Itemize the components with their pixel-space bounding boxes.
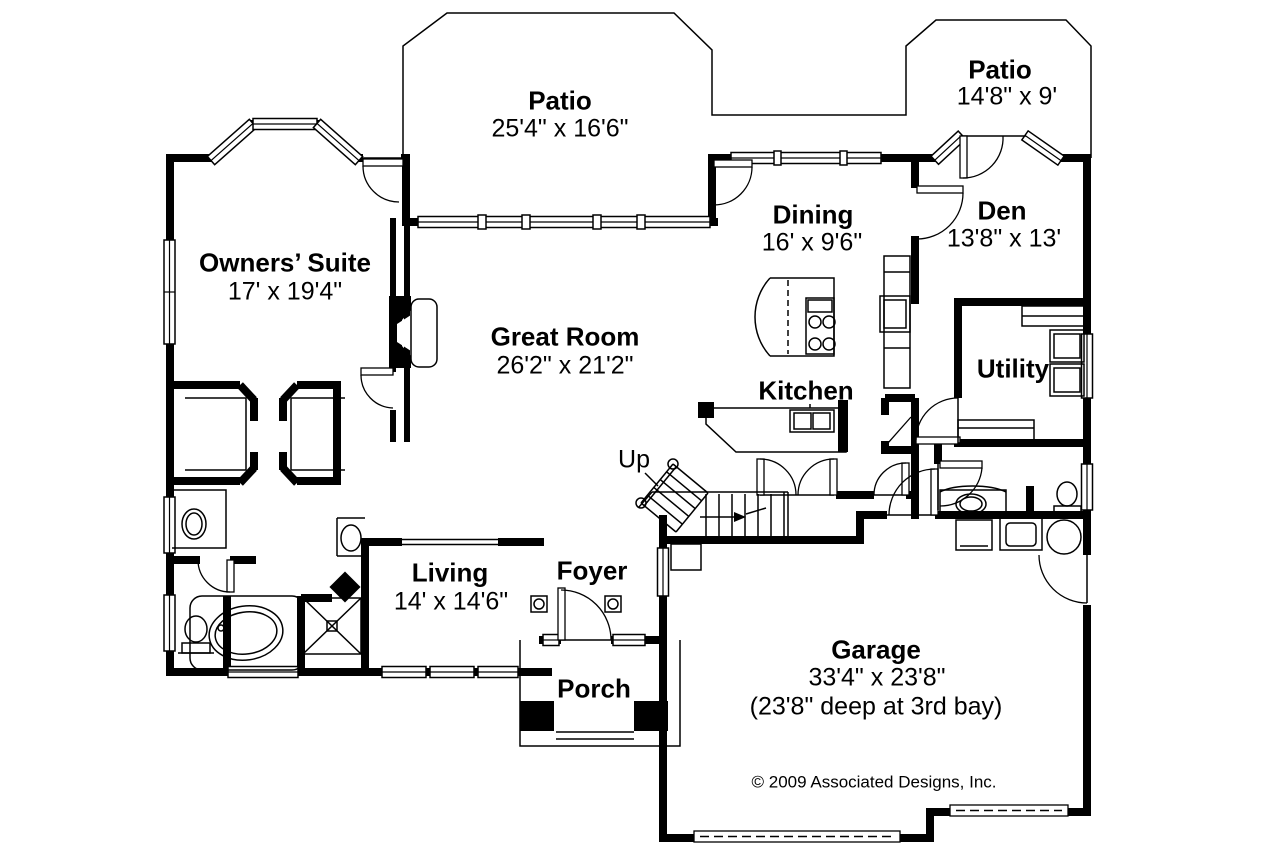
column-left (530, 595, 548, 613)
kitchen-counter-south (705, 404, 847, 453)
dining-dims: 16' x 9'6" (761, 228, 863, 257)
patio-rear-dims: 14'8" x 9' (956, 82, 1058, 111)
window-bath-left-1 (163, 496, 176, 554)
den-name: Den (977, 195, 1027, 226)
laundry-appliances (955, 517, 1082, 555)
den-closet (1021, 305, 1085, 327)
window-front-door-left (542, 633, 560, 647)
shower-corner-wall (329, 571, 361, 603)
bathtub (189, 595, 305, 671)
window-living-2 (429, 665, 475, 679)
great-room-name: Great Room (490, 321, 640, 352)
window-bay-right (312, 118, 364, 166)
kitchen-counter-east (879, 255, 911, 389)
living-dims: 14' x 14'6" (393, 587, 509, 616)
door-den-west (916, 185, 964, 240)
window-living-3 (477, 665, 519, 679)
foyer-niche (670, 543, 702, 571)
copyright: © 2009 Associated Designs, Inc. (751, 772, 997, 792)
door-patio-owners (362, 157, 404, 203)
window-den-bay-left (929, 129, 967, 166)
window-bay-center (252, 117, 318, 131)
powder-toilet (1053, 481, 1082, 516)
patio-rear-name: Patio (968, 54, 1032, 85)
front-door (557, 587, 612, 641)
toilet (178, 615, 214, 654)
door-patio-den (959, 135, 1026, 179)
stairs-up-label: Up (618, 445, 650, 474)
porch-name: Porch (557, 673, 631, 704)
owners-suite-name: Owners’ Suite (199, 247, 371, 278)
porch-structure (519, 640, 681, 747)
window-bath-left-2 (163, 594, 176, 652)
patio-main-dims: 25'4" x 16'6" (491, 114, 629, 143)
window-owners-left-1 (163, 239, 176, 345)
patio-main-name: Patio (528, 85, 592, 116)
kitchen-island (754, 277, 836, 357)
kitchen-counter-post-left (698, 402, 714, 418)
window-foyer-east (656, 547, 670, 597)
door-utility (915, 397, 961, 445)
window-tub (227, 665, 299, 679)
window-utility-right (1080, 333, 1094, 399)
door-hall-east (873, 462, 910, 496)
powder-vanity (939, 485, 1007, 517)
garage-name: Garage (831, 634, 921, 665)
kitchen-counter-post-right (838, 400, 848, 452)
garage-door-main (693, 830, 901, 843)
door-bath (197, 559, 235, 593)
living-name: Living (411, 557, 489, 588)
utility-name: Utility (976, 353, 1050, 384)
dining-name: Dining (772, 199, 854, 230)
window-den-bay-right (1020, 129, 1066, 167)
den-dims: 13'8" x 13' (946, 224, 1062, 253)
great-room-dims: 26'2" x 21'2" (496, 351, 634, 380)
fireplace (389, 218, 438, 442)
patio-outline (402, 12, 1092, 158)
shower (302, 597, 362, 655)
kitchen-name: Kitchen (758, 375, 854, 406)
stairs (635, 458, 789, 538)
door-garage-side (1038, 554, 1088, 604)
foyer-name: Foyer (556, 555, 628, 586)
garage-dims: 33'4" x 23'8" (808, 663, 946, 692)
window-living-1 (381, 665, 427, 679)
door-powder (937, 460, 983, 510)
living-opening (402, 538, 498, 546)
window-front-door-right (612, 633, 646, 647)
vanity-right (336, 517, 365, 557)
closet-shelves (185, 397, 345, 471)
window-great-room-band (417, 214, 711, 230)
door-pantry (887, 416, 912, 444)
door-patio-dining (713, 159, 753, 206)
window-bay-left (206, 118, 258, 166)
french-doors-hall (756, 458, 838, 496)
window-powder-right (1080, 463, 1094, 511)
garage-note: (23'8" deep at 3rd bay) (749, 692, 1003, 721)
garage-door-third-bay (949, 804, 1069, 817)
utility-counter (957, 419, 1035, 444)
door-owners-entry (360, 367, 394, 409)
owners-suite-dims: 17' x 19'4" (227, 277, 343, 306)
window-dining-band (730, 150, 882, 166)
washer-dryer (1049, 329, 1085, 397)
vanity-left (172, 489, 227, 549)
column-right (604, 595, 622, 613)
